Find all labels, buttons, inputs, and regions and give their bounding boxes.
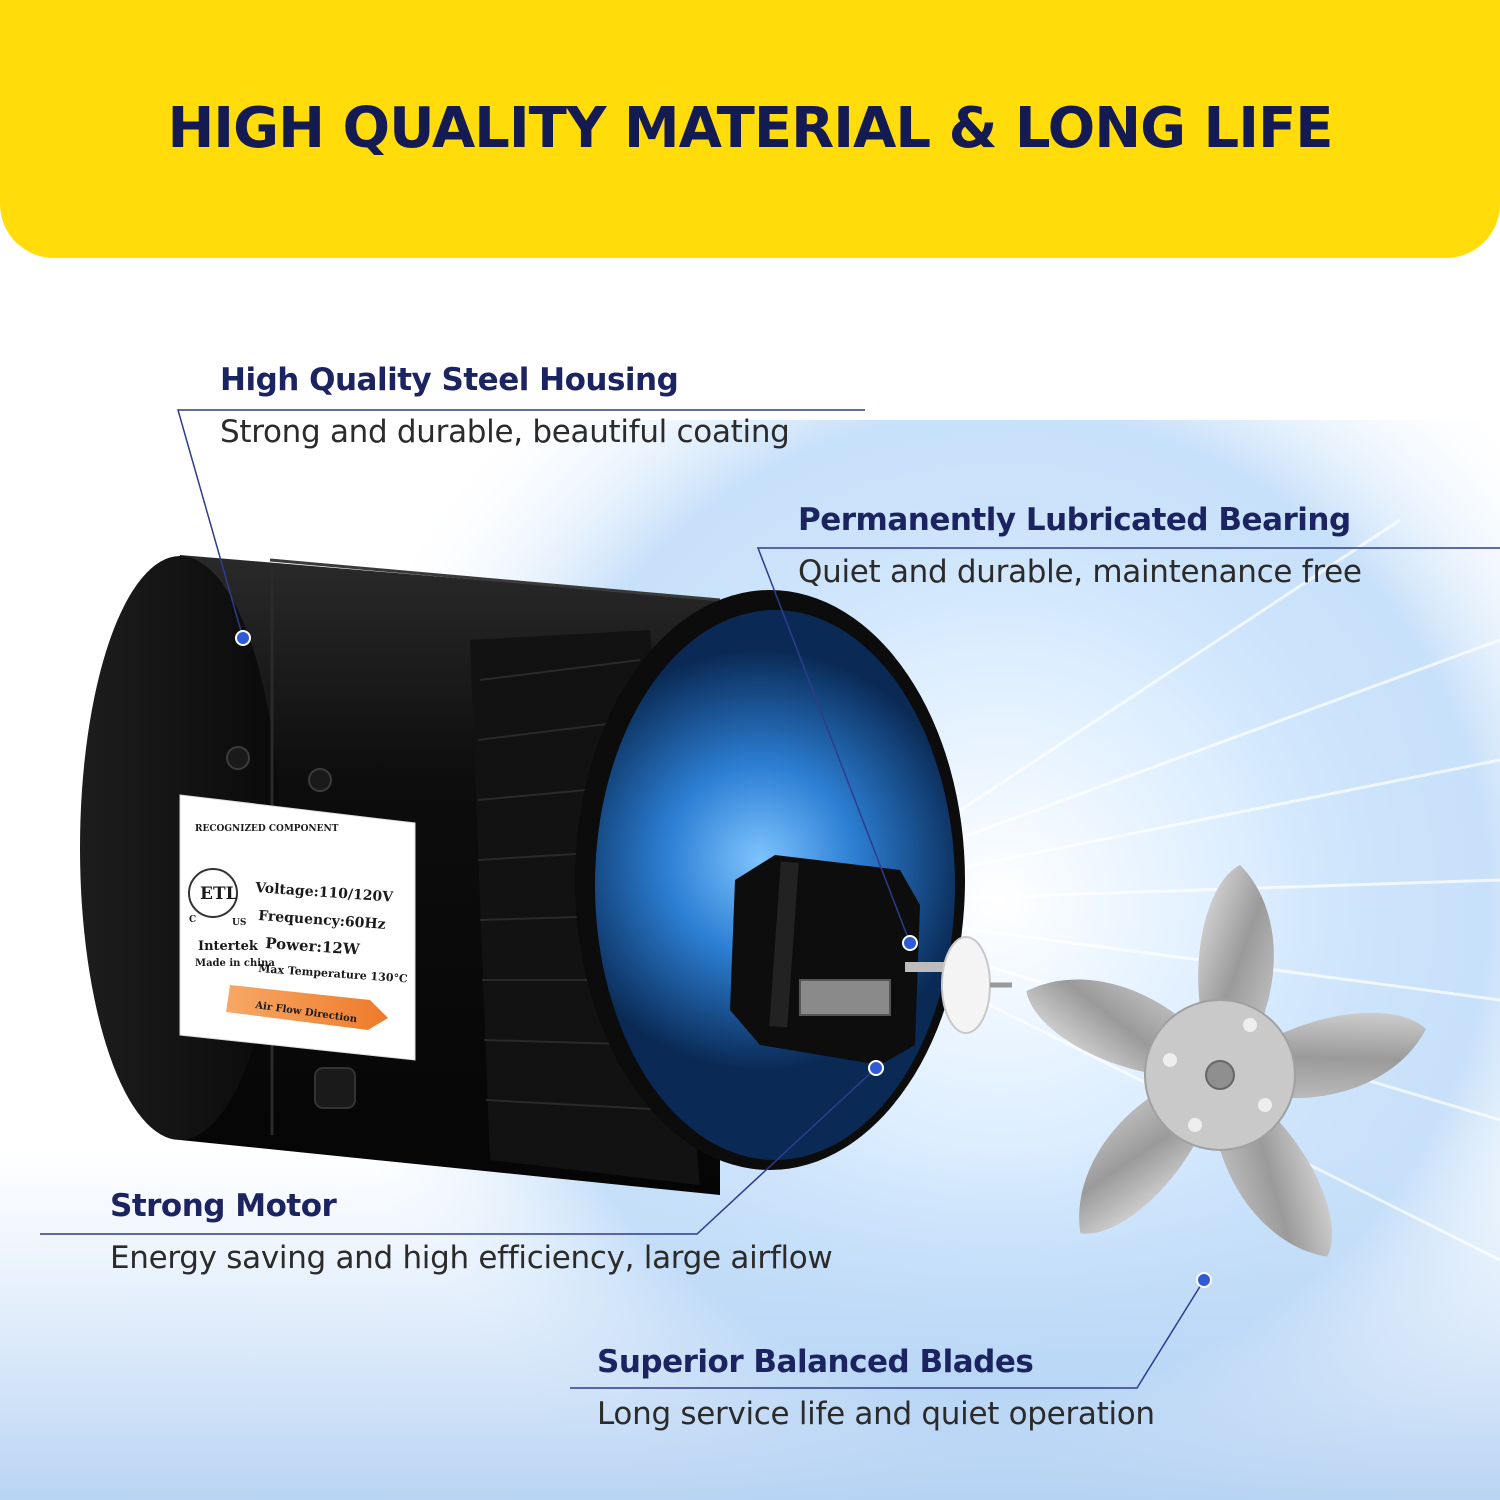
label-cert-top: RECOGNIZED COMPONENT: [195, 824, 339, 834]
cable-gland: [314, 1067, 356, 1109]
header-banner: HIGH QUALITY MATERIAL & LONG LIFE: [0, 0, 1500, 258]
label-origin: Made in china: [195, 958, 275, 969]
callout-housing: High Quality Steel Housing Strong and du…: [220, 362, 790, 450]
callout-dot-icon: [235, 630, 251, 646]
leader-lines: [40, 409, 1500, 1389]
airflow-bottom: [0, 1150, 1500, 1500]
motor-icon: [730, 855, 1012, 1065]
callout-description: Quiet and durable, maintenance free: [798, 554, 1362, 590]
callout-title: High Quality Steel Housing: [220, 362, 679, 398]
callout-title: Strong Motor: [110, 1188, 337, 1224]
callout-title: Permanently Lubricated Bearing: [798, 502, 1351, 538]
bearing-cap: [941, 936, 991, 1034]
fan-blade-icon: [1026, 865, 1426, 1257]
callout-description: Energy saving and high efficiency, large…: [110, 1240, 833, 1276]
callout-bearing: Permanently Lubricated Bearing Quiet and…: [798, 502, 1362, 590]
callout-dot-icon: [902, 935, 918, 951]
callout-title: Superior Balanced Blades: [597, 1344, 1034, 1380]
screw-icon: [308, 768, 332, 792]
screw-icon: [226, 746, 250, 770]
label-cert-c: C: [189, 915, 196, 925]
callout-description: Strong and durable, beautiful coating: [220, 414, 790, 450]
callout-blades: Superior Balanced Blades Long service li…: [597, 1344, 1155, 1432]
banner-title: HIGH QUALITY MATERIAL & LONG LIFE: [167, 96, 1333, 161]
label-cert-us: US: [232, 918, 246, 928]
arrow-right-icon: [226, 985, 388, 1030]
product-label: RECOGNIZED COMPONENT ETL C US Intertek M…: [179, 794, 416, 1061]
callout-motor: Strong Motor Energy saving and high effi…: [110, 1188, 833, 1276]
callout-dot-icon: [868, 1060, 884, 1076]
callout-description: Long service life and quiet operation: [597, 1396, 1155, 1432]
etl-mark-icon: [188, 868, 238, 918]
callout-dot-icon: [1196, 1272, 1212, 1288]
label-cert-brand: Intertek: [198, 939, 259, 954]
label-cert-mark: ETL: [200, 884, 238, 904]
